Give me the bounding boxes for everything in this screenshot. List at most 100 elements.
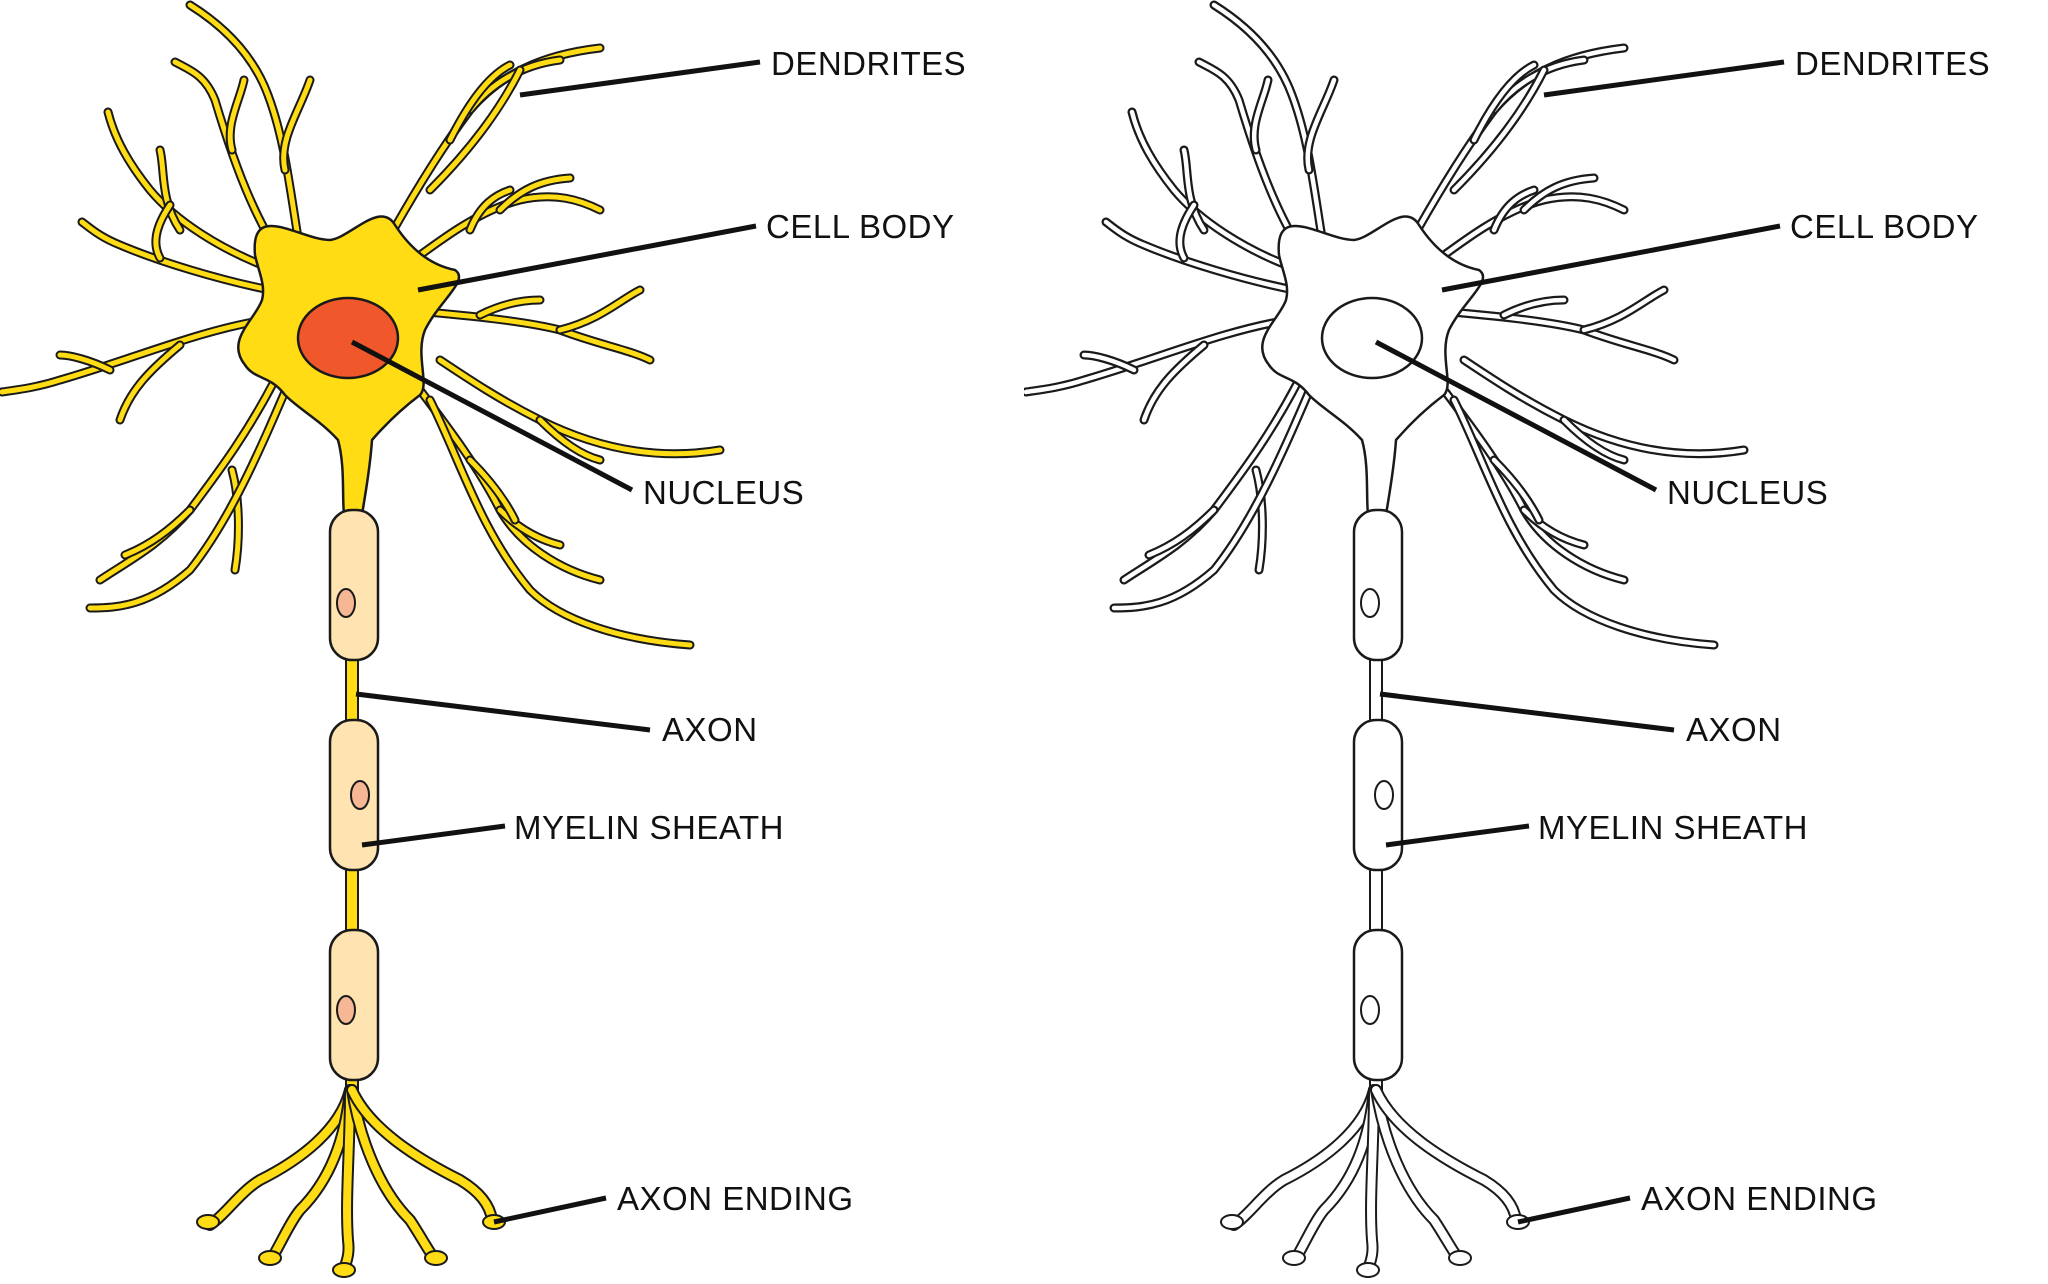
dendrite-branch [1441,387,1627,583]
dendrite-branch [1024,317,1292,395]
dendrite-branch [117,342,183,423]
nucleus-label: NUCLEUS [643,474,805,511]
dendrites-label: DENDRITES [771,45,967,82]
axon-ending-label: AXON ENDING [617,1180,854,1217]
dendrite-branch-outline [425,65,525,195]
axon-terminal-bulb [424,1250,448,1266]
colored-neuron-illustration [0,0,761,1278]
dendrite-branch [1211,2,1327,253]
dendrite-branch [497,507,563,548]
myelin-sheath-segment [328,508,380,662]
schwann-cell-nucleus [1360,995,1380,1025]
dendrite-branch [1426,307,1677,363]
dendrite-branch [1581,287,1667,333]
schwann-cell-nucleus [350,780,370,810]
axon-leader-line [355,691,651,733]
dendrite-branch-outline [1449,65,1549,195]
axon-leader-line [1379,691,1675,733]
axon-terminal-bulb [1356,1262,1380,1278]
dendrite-branch [153,202,173,261]
dendrite-branch [397,194,603,273]
dendrite-branch [1253,467,1265,573]
dendrite-branch [1491,457,1542,523]
dendrite-branch [1491,187,1537,233]
dendrite-branch [1471,62,1537,143]
nucleus [296,296,400,380]
dendrite-branch [87,377,293,611]
dendrite-branch [1111,377,1317,611]
dendrite-branch [1146,507,1217,558]
dendrite-branch [1501,297,1567,318]
axon-terminal-bulb [1220,1214,1244,1230]
dendrite-branch [427,397,693,648]
schwann-cell-nucleus [1374,780,1394,810]
axon-terminal-branch [206,1086,354,1229]
axon-terminal-branch [1230,1086,1378,1229]
dendrite-branch [467,457,518,523]
dendrite-branch [1451,67,1547,193]
dendrite-branch [1141,342,1207,423]
dendrite-branch-outline [415,385,605,585]
dendrites-leader-line [1543,59,1785,98]
dendrite-branch [557,287,643,333]
dendrites-label: DENDRITES [1795,45,1991,82]
dendrite-branch [1081,352,1137,373]
axon-terminal-branch [1372,1086,1520,1224]
axon-terminal-bulb [196,1214,220,1230]
cell-body-label: CELL BODY [1790,208,1979,245]
colored-neuron-panel: DENDRITES CELL BODY NUCLEUS AXON MYELIN … [0,0,967,1278]
axon-terminal-bulb [332,1262,356,1278]
dendrite-branch [467,187,513,233]
axon-ending-leader-line [493,1195,607,1225]
dendrite-branch [105,109,278,273]
dendrite-branch [57,352,113,373]
dendrite-branch [227,77,247,153]
dendrite-branch [1521,175,1597,213]
dendrite-branch [537,417,603,463]
axon-terminal-branch [1364,1086,1378,1274]
nucleus [1320,296,1424,380]
cell-body-leader-line [1441,223,1781,293]
cell-body-label: CELL BODY [766,208,955,245]
axon-terminal-branch [340,1086,354,1274]
dendrite-branch [1521,507,1587,548]
dendrite-branch-outline [400,305,655,365]
outline-neuron-panel: DENDRITES CELL BODY NUCLEUS AXON MYELIN … [1024,0,2048,1284]
dendrite-branch [417,387,603,583]
dendrite-branch [1196,59,1307,258]
axon-label: AXON [1686,711,1782,748]
dendrite-branch [1561,417,1627,463]
myelin-sheath-label: MYELIN SHEATH [1538,809,1808,846]
axon-terminals-group [1220,1084,1530,1278]
dendrites-group [1024,0,1749,650]
dendrite-branch [402,307,653,363]
nucleus-leader-line [1374,339,1658,493]
dendrite-branch [187,2,303,253]
myelin-sheath-leader-line [361,823,506,848]
dendrite-branch [281,77,313,173]
dendrite-branch [1181,147,1207,233]
myelin-sheath-leader-line [1385,823,1530,848]
dendrite-branch-outline [435,355,725,459]
outline-neuron-illustration [1024,0,1785,1278]
axon-terminal-branch [348,1086,496,1224]
dendrites-leader-line [519,59,761,98]
myelin-sheath-segment [1352,508,1404,662]
dendrite-branch [79,219,273,293]
axon-label: AXON [662,711,758,748]
dendrite-branch [172,59,283,258]
dendrites-group [0,0,725,650]
dendrite-branch [1103,219,1297,293]
schwann-cell-nucleus [336,995,356,1025]
dendrite-branch-outline [185,0,305,255]
dendrite-branch [122,507,193,558]
dendrite-branch [1177,202,1197,261]
schwann-cell-nucleus [1360,588,1380,618]
axon-terminal-bulb [1448,1250,1472,1266]
dendrite-branch-outline [1439,385,1629,585]
dendrite-branch [427,67,523,193]
dendrite-branch [0,317,268,395]
dendrite-branch-outline [1459,355,1749,459]
axon-ending-label: AXON ENDING [1641,1180,1878,1217]
